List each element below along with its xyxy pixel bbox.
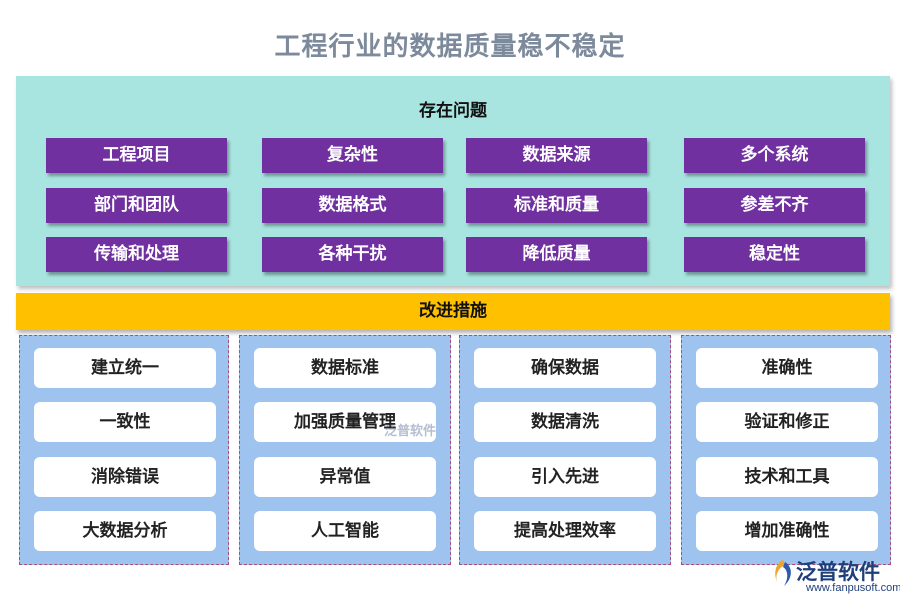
measure-item: 准确性 xyxy=(696,348,878,388)
problem-item: 标准和质量 xyxy=(466,188,647,223)
problems-panel: 存在问题 工程项目 复杂性 数据来源 多个系统 部门和团队 数据格式 标准和质量… xyxy=(16,76,890,286)
measure-item: 大数据分析 xyxy=(34,511,216,551)
logo-url: www.fanpusoft.com xyxy=(806,582,900,594)
problem-item: 参差不齐 xyxy=(684,188,865,223)
measure-item: 数据标准 xyxy=(254,348,436,388)
watermark: 泛普软件 xyxy=(384,424,437,439)
problem-item: 部门和团队 xyxy=(46,188,227,223)
measure-item: 提高处理效率 xyxy=(474,511,656,551)
problem-item: 各种干扰 xyxy=(262,237,443,272)
measure-item: 一致性 xyxy=(34,402,216,442)
measure-column: 准确性 验证和修正 技术和工具 增加准确性 xyxy=(681,335,891,565)
brand-logo: 泛普软件 www.fanpusoft.com xyxy=(770,556,900,596)
measure-item: 异常值 xyxy=(254,457,436,497)
measure-column: 数据标准 加强质量管理 异常值 人工智能 xyxy=(239,335,451,565)
measure-item: 验证和修正 xyxy=(696,402,878,442)
measure-item: 数据清洗 xyxy=(474,402,656,442)
measure-item: 技术和工具 xyxy=(696,457,878,497)
measure-column: 建立统一 一致性 消除错误 大数据分析 xyxy=(19,335,229,565)
page-title: 工程行业的数据质量稳不稳定 xyxy=(274,32,626,62)
problem-item: 数据来源 xyxy=(466,138,647,173)
problem-item: 传输和处理 xyxy=(46,237,227,272)
logo-name: 泛普软件 xyxy=(796,560,880,584)
problems-title: 存在问题 xyxy=(419,101,487,121)
problem-item: 工程项目 xyxy=(46,138,227,173)
measure-item: 确保数据 xyxy=(474,348,656,388)
logo-icon xyxy=(775,560,791,586)
problem-item: 复杂性 xyxy=(262,138,443,173)
measure-column: 确保数据 数据清洗 引入先进 提高处理效率 xyxy=(459,335,671,565)
measures-bar: 改进措施 xyxy=(16,293,890,330)
measure-item: 增加准确性 xyxy=(696,511,878,551)
measure-item: 加强质量管理 xyxy=(254,402,436,442)
problem-item: 多个系统 xyxy=(684,138,865,173)
measure-item: 人工智能 xyxy=(254,511,436,551)
problem-item: 数据格式 xyxy=(262,188,443,223)
measure-item: 消除错误 xyxy=(34,457,216,497)
problem-item: 降低质量 xyxy=(466,237,647,272)
measure-item: 建立统一 xyxy=(34,348,216,388)
problem-item: 稳定性 xyxy=(684,237,865,272)
measure-item: 引入先进 xyxy=(474,457,656,497)
